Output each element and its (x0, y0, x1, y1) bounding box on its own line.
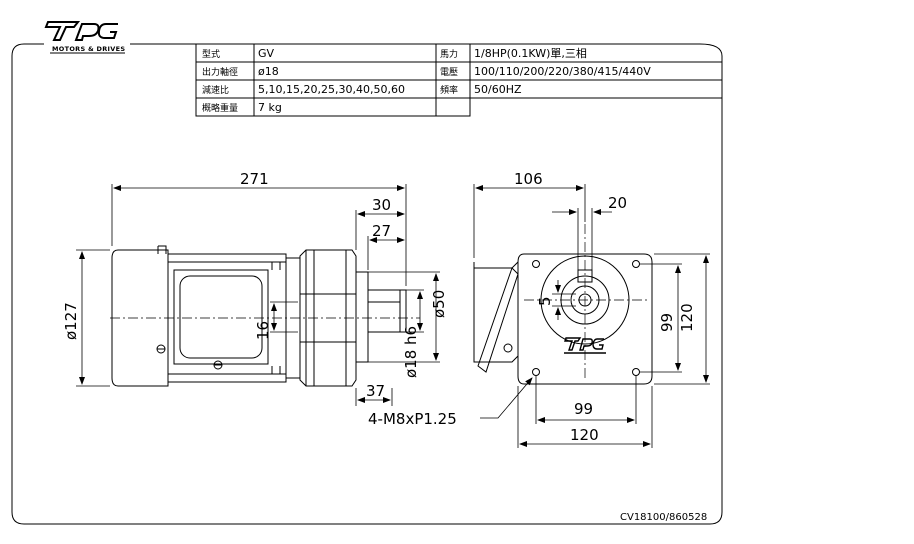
pilot (355, 271, 369, 363)
dim-overall-length: 271 (240, 170, 269, 188)
value-voltage: 100/110/200/220/380/415/440V (474, 65, 651, 78)
output-shaft (367, 289, 407, 333)
dim-body-dia: ø127 (62, 302, 80, 340)
drawing-code: CV18100/860528 (620, 512, 707, 523)
dim-flange-120-v: 120 (678, 303, 696, 332)
spec-table (195, 44, 722, 117)
value-shaft-dia: ø18 (258, 65, 279, 78)
value-power: 1/8HP(0.1KW)單,三相 (474, 47, 587, 60)
side-view-dimensions (76, 184, 440, 406)
tpg-logo: MOTORS & DRIVES (44, 21, 125, 54)
gearbox (299, 249, 357, 387)
terminal-box (173, 269, 269, 365)
bolt-hole-br (632, 368, 640, 376)
dim-pcd-99-v: 99 (658, 313, 676, 332)
label-frequency: 頻率 (440, 84, 458, 96)
dim-shaft-dia: ø18 h6 (402, 326, 420, 378)
side-view (110, 245, 420, 387)
dim-key-16: 16 (254, 321, 272, 340)
outer-frame (11, 43, 723, 525)
label-power: 馬力 (440, 48, 458, 60)
dim-key-20: 20 (608, 194, 627, 212)
front-logo-mark (564, 337, 606, 354)
square-flange (517, 253, 653, 385)
label-shaft-dia: 出力軸徑 (202, 66, 238, 78)
bolt-hole-bl (532, 368, 540, 376)
value-weight: 7 kg (258, 101, 282, 114)
bolt-hole-tr (632, 260, 640, 268)
label-model: 型式 (202, 48, 220, 60)
logo-tagline: MOTORS & DRIVES (52, 45, 125, 53)
logo-mark (44, 21, 118, 41)
dim-pilot-dia: ø50 (430, 290, 448, 318)
dim-pcd-99-h: 99 (574, 400, 593, 418)
dim-shaft-27: 27 (372, 222, 391, 240)
value-model: GV (258, 47, 275, 60)
value-ratio: 5,10,15,20,25,30,40,50,60 (258, 83, 405, 96)
motor-end-cap (111, 249, 169, 387)
dim-key-5: 5 (536, 296, 554, 306)
dim-side-106: 106 (514, 170, 543, 188)
bolt-hole-tl (532, 260, 540, 268)
side-view-labels: 271 30 27 ø127 16 ø18 h6 ø50 37 (62, 170, 448, 400)
label-weight: 概略重量 (202, 102, 238, 114)
label-voltage: 電壓 (440, 67, 458, 78)
value-frequency: 50/60HZ (474, 83, 522, 96)
front-view-labels: 106 20 5 99 120 99 120 4-M8xP1.25 (368, 170, 696, 444)
spec-table-text: 型式 GV 馬力 1/8HP(0.1KW)單,三相 出力軸徑 ø18 電壓 10… (202, 47, 651, 114)
bolt-callout: 4-M8xP1.25 (368, 410, 457, 428)
front-view (473, 224, 653, 385)
dim-shaft-30: 30 (372, 196, 391, 214)
dim-flange-120-h: 120 (570, 426, 599, 444)
dim-flange-37: 37 (366, 382, 385, 400)
label-ratio: 減速比 (202, 84, 229, 96)
front-view-dimensions (473, 184, 710, 448)
